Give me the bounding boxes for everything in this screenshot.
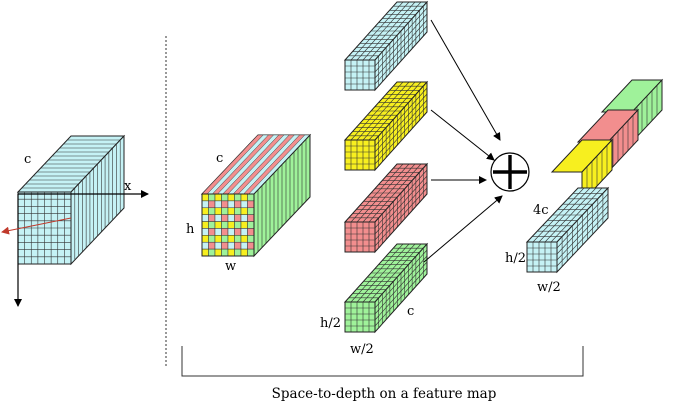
output-channel-label: 4c	[533, 203, 549, 218]
checker-height-label: h	[186, 222, 195, 237]
checker-cube-side-stripes	[257, 139, 307, 252]
input-cube-side-stripes	[74, 140, 121, 260]
slice-height-label: h/2	[320, 316, 341, 331]
slice-green	[343, 242, 429, 334]
output-width-label: w/2	[537, 280, 561, 295]
arrow-yellow-to-combine	[430, 109, 495, 161]
output-height-label: h/2	[505, 251, 526, 266]
slice-channel-label: c	[407, 304, 414, 319]
caption-text: Space-to-depth on a feature map	[272, 386, 497, 402]
slice-red	[343, 162, 429, 254]
caption-bracket	[181, 346, 584, 377]
arrow-green-to-combine	[423, 195, 503, 263]
plus-circle-icon	[490, 152, 530, 192]
slice-yellow	[343, 80, 429, 172]
axis-z-arrow	[1, 217, 72, 235]
input-feature-cube	[16, 134, 126, 266]
input-cube-top-stripes	[21, 139, 121, 189]
output-feature-column	[525, 78, 664, 274]
slice-width-label: w/2	[350, 342, 374, 357]
checker-width-label: w	[225, 259, 236, 274]
checker-channel-label: c	[216, 151, 223, 166]
slice-cyan	[343, 0, 429, 92]
axis-x-label: x	[124, 179, 132, 194]
output-block-cyan	[525, 186, 610, 274]
checker-cube-top-stripes	[201, 134, 311, 195]
input-cube-front-grid	[18, 192, 71, 264]
arrow-cyan-to-combine	[430, 19, 501, 141]
output-block-yellow	[550, 138, 614, 204]
checker-feature-cube	[200, 133, 312, 258]
output-block-red	[576, 108, 640, 174]
slice-stack	[343, 0, 429, 334]
checker-cube-front	[201, 193, 255, 257]
input-channel-label: c	[24, 152, 31, 167]
